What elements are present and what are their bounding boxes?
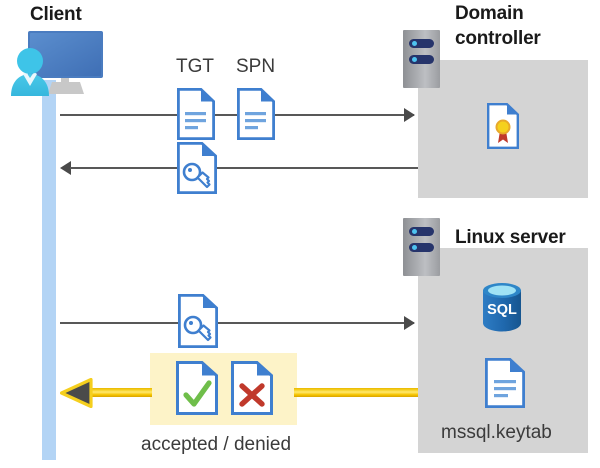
flow-service-ticket-line-left <box>60 322 178 324</box>
flow-service-ticket-line-right <box>218 322 414 324</box>
ticket-document-icon <box>177 142 217 194</box>
flow-request-line-right <box>273 114 414 116</box>
client-lifeline <box>42 80 56 460</box>
flow-result-bar-left <box>90 388 152 397</box>
tgt-label: TGT <box>176 56 214 77</box>
flow-request-arrowhead <box>404 108 415 122</box>
flow-request-line-mid <box>213 114 238 116</box>
accepted-document-icon <box>176 361 218 415</box>
flow-result-arrowhead <box>60 378 94 408</box>
keytab-label: mssql.keytab <box>441 422 552 443</box>
flow-ticket-arrowhead <box>60 161 71 175</box>
linux-server-panel <box>418 248 588 453</box>
flow-service-ticket-arrowhead <box>404 316 415 330</box>
tgt-document-icon <box>177 88 215 140</box>
flow-result-bar-right <box>294 388 418 397</box>
keytab-document-icon <box>485 358 525 408</box>
result-label: accepted / denied <box>141 434 292 455</box>
sql-database-icon: SQL <box>481 281 523 333</box>
spn-document-icon <box>237 88 275 140</box>
linux-server-rack-icon <box>403 218 440 276</box>
svg-text:SQL: SQL <box>487 302 517 318</box>
domain-controller-rack-icon <box>403 30 440 88</box>
flow-ticket-line-right <box>215 167 418 169</box>
domain-controller-title-line1: Domain <box>455 3 524 24</box>
flow-ticket-line-left <box>70 167 178 169</box>
flow-request-line-left <box>60 114 178 116</box>
certificate-icon <box>487 103 519 149</box>
linux-server-title: Linux server <box>455 227 566 248</box>
spn-label: SPN <box>236 56 276 77</box>
client-title: Client <box>30 4 82 25</box>
domain-controller-title-line2: controller <box>455 28 541 49</box>
result-highlight-box <box>150 353 297 425</box>
service-ticket-document-icon <box>178 294 218 348</box>
denied-document-icon <box>231 361 273 415</box>
client-icon <box>8 26 108 98</box>
